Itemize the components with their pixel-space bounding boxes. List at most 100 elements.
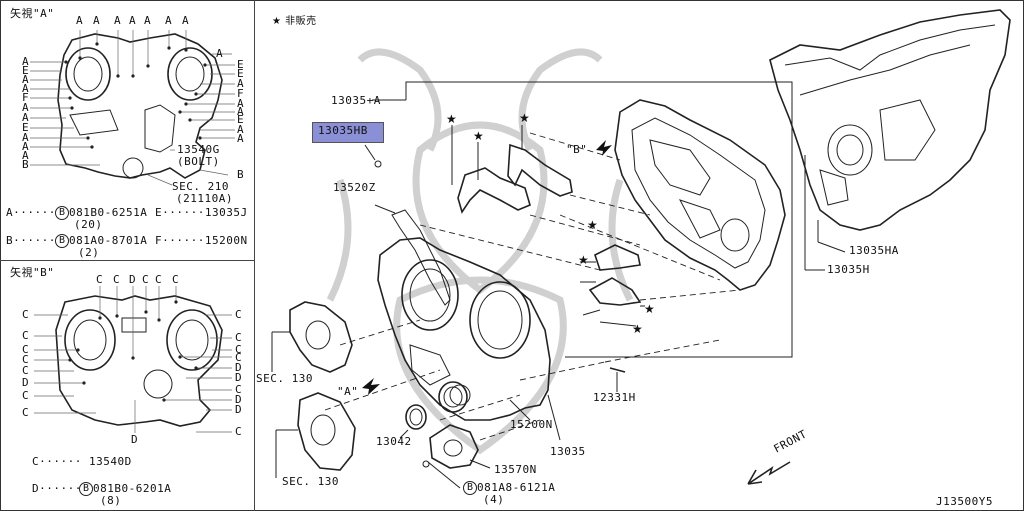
view-b-label: C [22, 364, 30, 377]
leader-13035 [372, 99, 561, 441]
view-b-label: C [235, 351, 243, 364]
star-markers: ★★★ ★★★ ★ [446, 111, 655, 336]
part-label-13042: 13042 [376, 435, 412, 448]
legend-d-part: 081B0-6201A [93, 482, 172, 495]
diagram-id: J13500Y5 [936, 495, 993, 508]
view-a-label: A [22, 111, 30, 124]
legend-a-part: 081B0-6251A [69, 206, 148, 219]
view-b-label: D [129, 273, 137, 286]
view-a-label: A [237, 132, 245, 145]
circled-b-icon: B [463, 481, 477, 495]
view-a-label: E [237, 113, 245, 126]
view-b-label: C [22, 329, 30, 342]
view-b-arrow-label: "B" [566, 143, 588, 156]
view-a-label: A [129, 14, 137, 27]
view-b-label: D [235, 371, 243, 384]
legend-e: E······13035J [155, 206, 248, 219]
panel-divider-horizontal [0, 260, 254, 261]
part-label-13035hb[interactable]: 13035HB [318, 124, 368, 137]
part-label-13035: 13035 [550, 445, 586, 458]
view-a-label: F [237, 87, 245, 100]
circled-b-icon: B [79, 482, 93, 496]
view-a-label: A [22, 82, 30, 95]
view-b-label: D [131, 433, 139, 446]
selected-part-highlight[interactable] [312, 122, 384, 143]
part-label-bolt-qty: (4) [483, 493, 505, 506]
legend-b-prefix: B······ [6, 234, 56, 247]
part-label-12331h: 12331H [593, 391, 636, 404]
view-a-label: E [22, 121, 30, 134]
view-a-label: A [165, 14, 173, 27]
view-b-label: C [142, 273, 150, 286]
view-a-arrow-label: "A" [337, 385, 359, 398]
view-arrows [362, 140, 612, 395]
legend-d-prefix: D······ [32, 482, 82, 495]
view-a-label: A [76, 14, 84, 27]
panel-divider-vertical [254, 0, 255, 511]
view-b-label: D [235, 361, 243, 374]
view-b-label: C [22, 353, 30, 366]
svg-text:★: ★ [587, 218, 598, 232]
view-a-label: A [114, 14, 122, 27]
view-a-label: A [22, 73, 30, 86]
sec130-parts [271, 301, 356, 478]
legend-f: F······15200N [155, 234, 248, 247]
legend-a-qty: (20) [74, 218, 103, 231]
legend-a-prefix: A······ [6, 206, 56, 219]
view-a-label: A [144, 14, 152, 27]
callout-bolt: (BOLT) [177, 155, 220, 168]
svg-text:★: ★ [632, 322, 643, 336]
cover-13570n [422, 424, 491, 489]
view-a-label: A [22, 149, 30, 162]
view-b-label: C [235, 425, 243, 438]
view-b-leader-lines [34, 286, 232, 433]
view-b-label: C [22, 343, 30, 356]
view-b-label: C [96, 273, 104, 286]
part-label-13035-a: 13035+A [331, 94, 381, 107]
dowel-12331h [609, 367, 626, 392]
view-a-label: A [237, 77, 245, 90]
legend-b-part: 081A0-8701A [69, 234, 148, 247]
view-b-label: D [235, 403, 243, 416]
view-a-label: A [216, 47, 224, 60]
view-b-label: D [235, 393, 243, 406]
view-b-label: C [155, 273, 163, 286]
upper-timing-cover [614, 99, 786, 291]
view-a-label: E [237, 58, 245, 71]
watermark-emblem [326, 48, 634, 455]
svg-text:★: ★ [578, 253, 589, 267]
view-b-label: C [22, 389, 30, 402]
view-b-label: C [22, 308, 30, 321]
view-a-cover-outline [57, 33, 223, 179]
part-label-13035h: 13035H [827, 263, 870, 276]
view-a-label: E [237, 67, 245, 80]
view-a-label: A [22, 55, 30, 68]
view-a-label: A [237, 123, 245, 136]
view-a-title: 矢視"A" [10, 7, 55, 20]
circled-b-icon: B [55, 234, 69, 248]
part-label-13035ha: 13035HA [849, 244, 899, 257]
view-a-label: A [93, 14, 101, 27]
legend-b-qty: (2) [78, 246, 100, 259]
view-b-label: C [22, 406, 30, 419]
not-for-sale-note: ★ 非販売 [272, 16, 317, 27]
view-b-label: C [113, 273, 121, 286]
view-b-label: C [172, 273, 180, 286]
view-a-label: A [22, 140, 30, 153]
dashed-guides [324, 132, 741, 441]
svg-text:★: ★ [644, 302, 655, 316]
view-a-label: A [237, 97, 245, 110]
oil-seal-13042 [399, 404, 427, 439]
part-label-15200n: 15200N [510, 418, 553, 431]
svg-text:★: ★ [473, 129, 484, 143]
view-a-label: E [22, 64, 30, 77]
view-a-bolt-dots [64, 42, 207, 149]
part-label-13570n: 13570N [494, 463, 537, 476]
view-b-label: C [235, 383, 243, 396]
part-label-sec130-lower: SEC. 130 [282, 475, 339, 488]
view-a-label: B [22, 158, 30, 171]
legend-d-qty: (8) [100, 494, 122, 507]
view-b-label: C [235, 343, 243, 356]
view-a-label: A [182, 14, 190, 27]
